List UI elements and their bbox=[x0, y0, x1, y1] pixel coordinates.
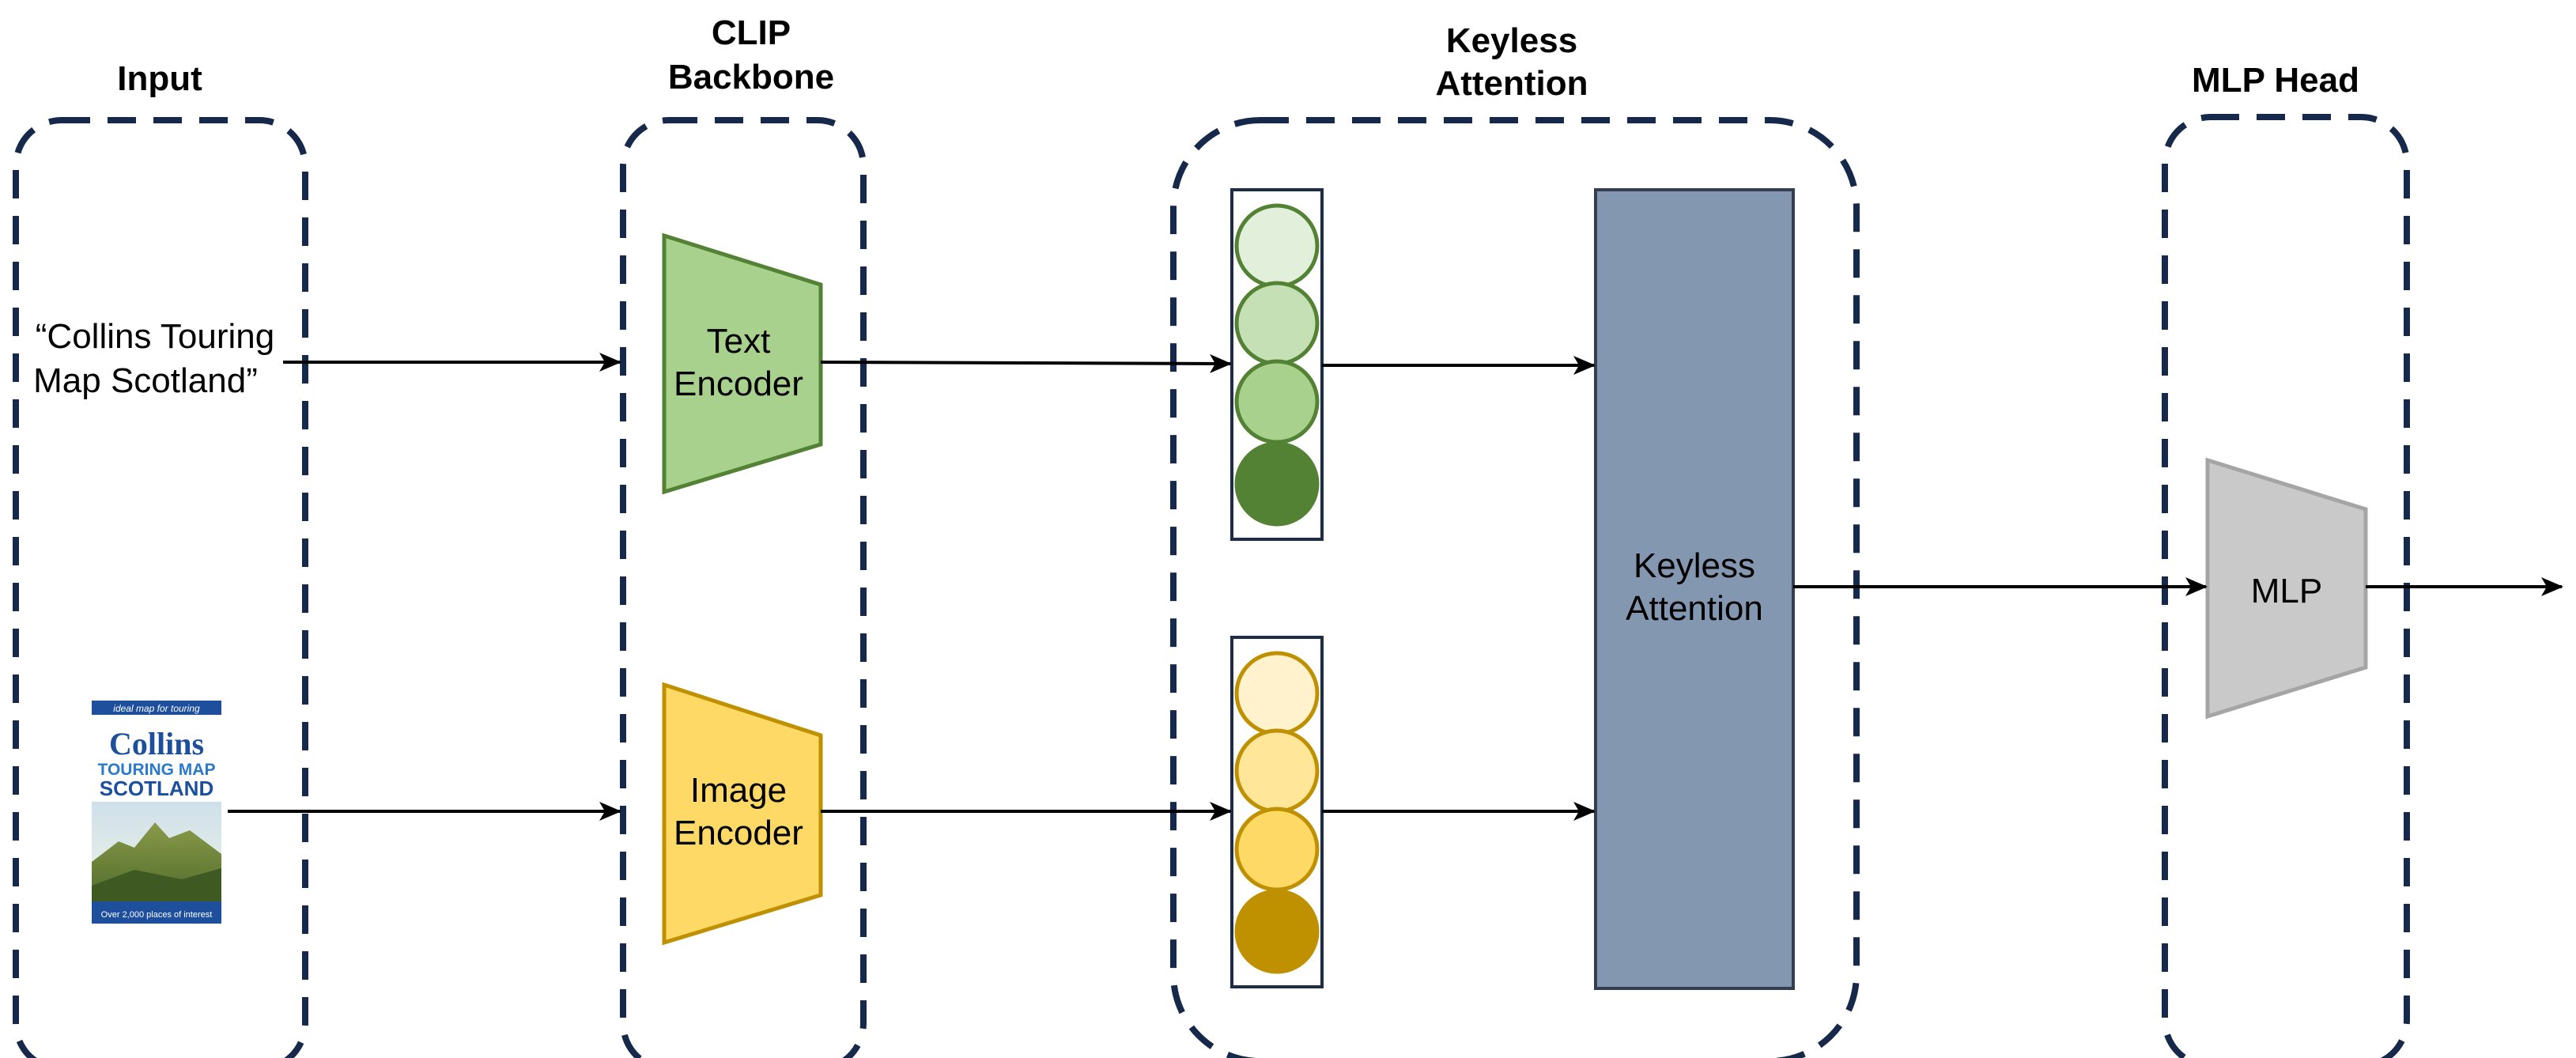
arrow-text-encoder-to-tokens bbox=[820, 353, 1232, 373]
section-title-backbone: Backbone bbox=[668, 58, 834, 96]
input-group-box bbox=[13, 117, 308, 1058]
mlp-label: MLP bbox=[2251, 572, 2322, 610]
input-text-line2: Map Scotland” bbox=[33, 361, 258, 400]
section-title-mlp-head: MLP Head bbox=[2192, 61, 2359, 100]
keyless-attention-block bbox=[1594, 188, 1795, 990]
image-token-3 bbox=[1234, 807, 1320, 892]
section-title-attention: Attention bbox=[1435, 64, 1588, 103]
image-encoder-label-line1: Image bbox=[690, 771, 787, 810]
section-title-input: Input bbox=[117, 59, 202, 98]
keyless-attention-label-line2: Attention bbox=[1626, 589, 1763, 628]
cover-line2: SCOTLAND bbox=[100, 776, 213, 800]
text-token-4 bbox=[1234, 441, 1320, 527]
image-encoder-block bbox=[662, 682, 823, 946]
clip-backbone-group-box bbox=[620, 117, 867, 1058]
cover-footer: Over 2,000 places of interest bbox=[101, 910, 213, 920]
section-title-keyless: Keyless bbox=[1446, 21, 1577, 60]
keyless-attention-group-box bbox=[1170, 117, 1860, 1058]
cover-brand: Collins bbox=[109, 726, 204, 761]
image-token-2 bbox=[1234, 728, 1320, 814]
text-token-2 bbox=[1234, 281, 1320, 366]
mlp-head-group-box bbox=[2162, 114, 2410, 1058]
keyless-attention-label-line1: Keyless bbox=[1634, 546, 1755, 585]
text-encoder-label-line1: Text bbox=[707, 322, 771, 361]
text-token-1 bbox=[1234, 203, 1320, 289]
cover-line1: TOURING MAP bbox=[98, 761, 216, 779]
cover-tagline: ideal map for touring bbox=[113, 703, 200, 714]
input-book-cover-image: ideal map for touring Collins TOURING MA… bbox=[92, 701, 221, 924]
text-encoder-label-line2: Encoder bbox=[674, 365, 803, 403]
image-encoder-label-line2: Encoder bbox=[674, 814, 803, 852]
mlp-block bbox=[2205, 457, 2368, 720]
image-token-4 bbox=[1234, 889, 1320, 974]
section-title-clip: CLIP bbox=[712, 13, 791, 52]
text-token-3 bbox=[1234, 359, 1320, 444]
text-encoder-block bbox=[662, 232, 823, 495]
image-token-1 bbox=[1234, 651, 1320, 736]
input-text-line1: “Collins Touring bbox=[36, 317, 274, 356]
